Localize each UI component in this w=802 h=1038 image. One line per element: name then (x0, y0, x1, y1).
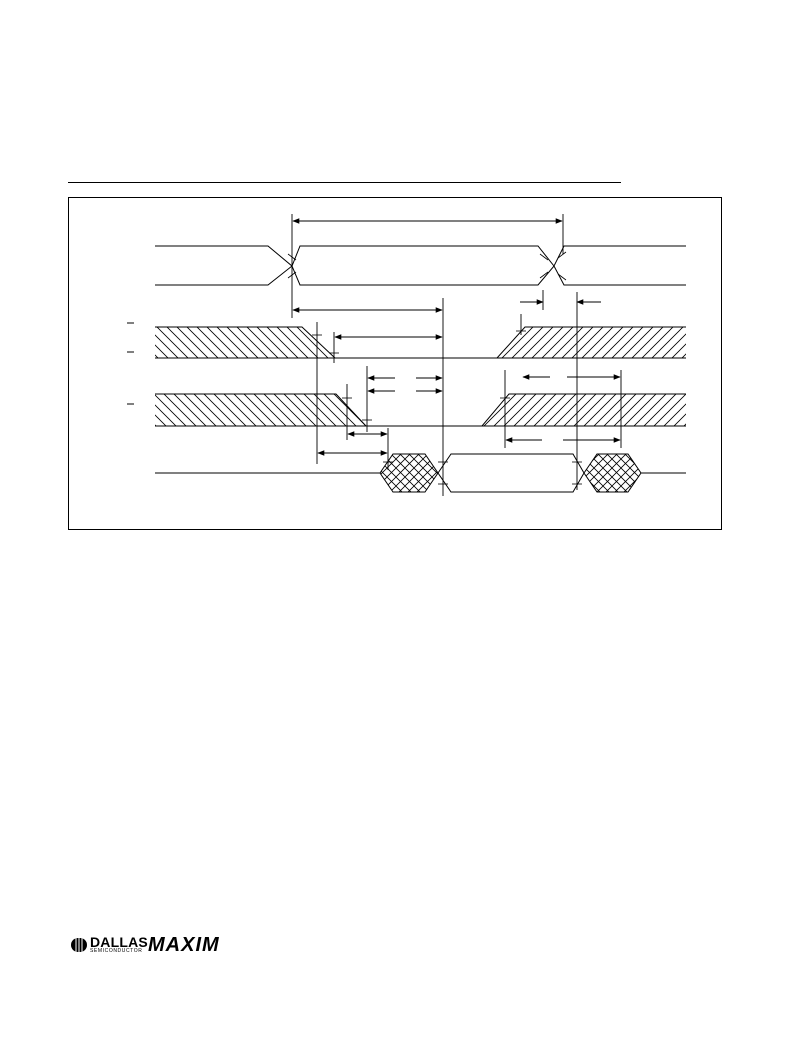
section-rule (68, 182, 621, 183)
signal-overbars (127, 322, 134, 405)
chip-enable-waveform (155, 326, 686, 359)
semiconductor-wordmark: SEMICONDUCTOR (90, 948, 143, 954)
edge-ticks (312, 330, 582, 485)
reference-lines (291, 214, 622, 496)
timing-arrows (292, 218, 621, 456)
dallas-maxim-logo: DALLAS SEMICONDUCTOR MAXIM (70, 934, 280, 956)
maxim-wordmark: MAXIM (148, 934, 220, 956)
address-waveform (155, 245, 686, 286)
timing-diagram-frame (68, 197, 722, 530)
dallas-wordmark: DALLAS (90, 934, 148, 950)
output-enable-waveform (155, 393, 686, 427)
data-waveform (155, 453, 686, 493)
dallas-logo-icon (71, 938, 87, 952)
